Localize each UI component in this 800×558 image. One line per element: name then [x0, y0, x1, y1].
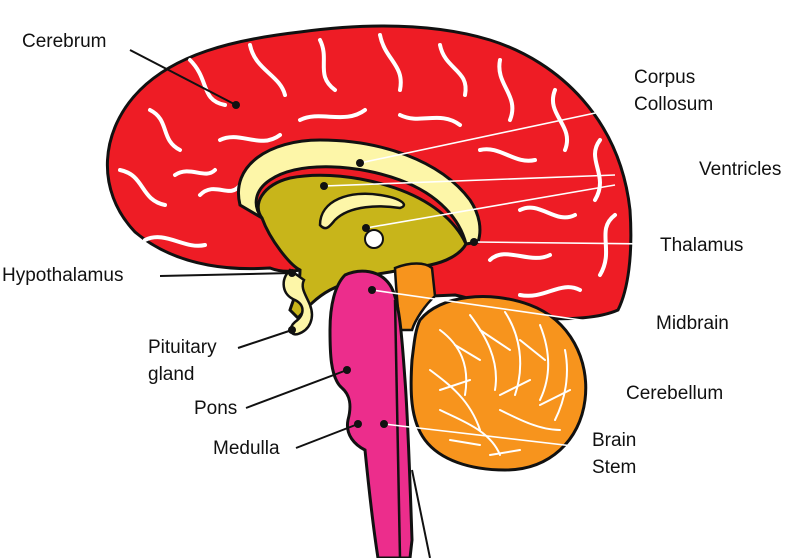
leader-cerebrum — [129, 49, 237, 106]
marker-brain-stem — [380, 420, 388, 428]
label-brain-stem: Brain Stem — [592, 427, 636, 481]
leader-ventricles-2 — [365, 184, 616, 229]
structure-markers — [232, 101, 478, 428]
brainstem-divider — [393, 299, 402, 558]
leader-thalamus — [473, 241, 656, 245]
label-pons-text: Pons — [194, 398, 238, 419]
leader-pituitary — [237, 329, 293, 349]
cerebellum-folia — [429, 311, 571, 456]
ventricle-shape — [318, 192, 406, 230]
marker-corpus-collosum — [356, 159, 364, 167]
marker-midbrain — [368, 286, 376, 294]
label-cerebrum: Cerebrum — [22, 28, 106, 55]
label-hypothalamus-text: Hypothalamus — [2, 265, 124, 286]
white-leader-lines — [323, 111, 656, 449]
cerebrum-gyri — [118, 33, 617, 298]
leader-midbrain — [371, 289, 651, 331]
leader-pons — [245, 369, 348, 409]
brainstem-shape — [328, 269, 414, 558]
label-ventricles: Ventricles — [699, 156, 781, 183]
marker-ventricles — [320, 182, 328, 190]
label-cerebellum: Cerebellum — [626, 380, 723, 407]
label-midbrain: Midbrain — [656, 310, 729, 337]
marker-pituitary — [288, 326, 296, 334]
label-medulla-text: Medulla — [213, 438, 280, 459]
label-thalamus-text: Thalamus — [660, 235, 744, 256]
leader-lines — [129, 49, 359, 449]
label-cerebellum-text: Cerebellum — [626, 383, 724, 404]
leader-medulla — [295, 423, 359, 449]
label-hypothalamus: Hypothalamus — [2, 262, 123, 289]
label-brain-stem-line2: Stem — [592, 457, 637, 478]
label-thalamus: Thalamus — [660, 232, 743, 259]
marker-ventricles-2 — [362, 224, 370, 232]
label-pituitary-gland: Pituitary gland — [148, 334, 217, 388]
leader-ventricles-1 — [323, 174, 616, 187]
label-medulla: Medulla — [213, 435, 280, 462]
label-midbrain-text: Midbrain — [656, 313, 729, 334]
label-pons: Pons — [194, 395, 237, 422]
marker-thalamus — [470, 238, 478, 246]
label-pituitary-line2: gland — [148, 364, 195, 385]
label-brain-stem-line1: Brain — [592, 430, 637, 451]
leader-brain-stem — [383, 423, 591, 449]
marker-medulla — [354, 420, 362, 428]
label-pituitary-line1: Pituitary — [148, 337, 217, 358]
marker-hypothalamus — [288, 269, 296, 277]
leader-hypothalamus — [159, 272, 293, 277]
marker-cerebrum — [232, 101, 240, 109]
marker-pons — [343, 366, 351, 374]
label-cerebrum-text: Cerebrum — [22, 31, 107, 52]
leader-spinal — [411, 469, 431, 558]
leader-corpus-collosum — [359, 111, 601, 164]
label-ventricles-text: Ventricles — [699, 159, 782, 180]
label-corpus-collosum-line2: Collosum — [634, 94, 714, 115]
label-corpus-collosum: Corpus Collosum — [634, 64, 713, 118]
label-corpus-collosum-line1: Corpus — [634, 67, 696, 88]
thalamus-hole — [364, 229, 384, 249]
